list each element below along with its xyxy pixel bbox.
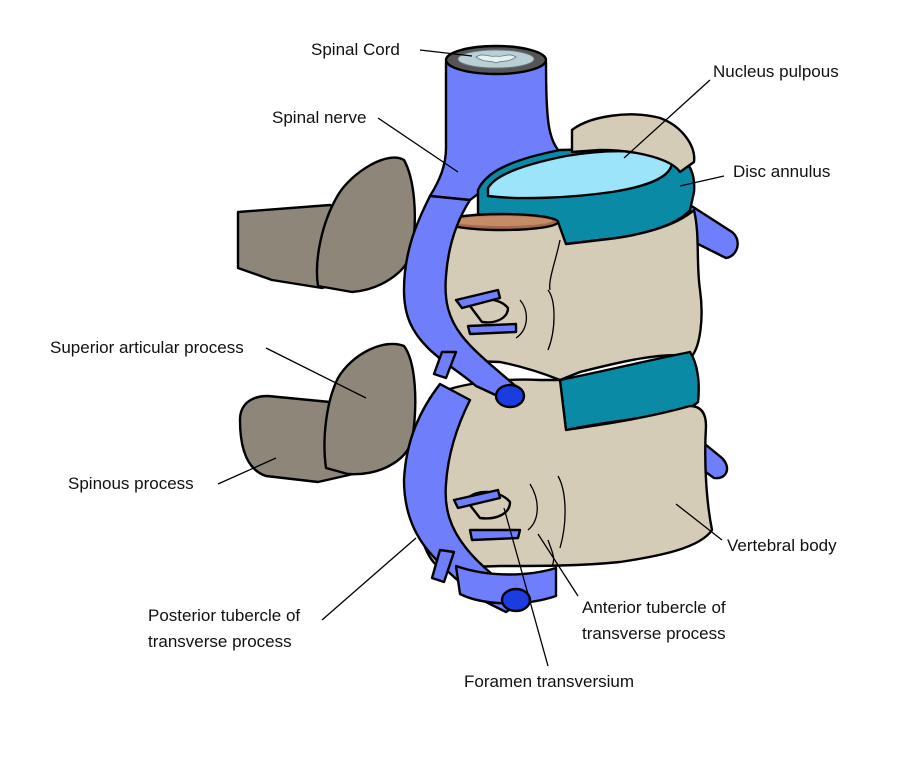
lower-superior-articular-process bbox=[323, 342, 417, 476]
label-posterior-tubercle-line2: transverse process bbox=[148, 632, 292, 651]
leader-foramen bbox=[503, 507, 549, 667]
right-nerve-stub-lower bbox=[698, 438, 729, 480]
upper-cut-inner bbox=[452, 216, 552, 226]
label-spinal-cord: Spinal Cord bbox=[311, 40, 400, 59]
label-nucleus-pulpous: Nucleus pulpous bbox=[713, 62, 839, 81]
leader-anterior-tubercle bbox=[537, 533, 579, 597]
lower-spinal-nerve bbox=[402, 382, 526, 614]
label-vertebral-body: Vertebral body bbox=[727, 536, 837, 555]
label-superior-articular-process: Superior articular process bbox=[50, 338, 244, 357]
upper-nerve-branch-2 bbox=[466, 322, 518, 336]
leader-spinous-process bbox=[217, 457, 277, 485]
leader-superior-articular bbox=[265, 347, 367, 399]
label-foramen-transversium: Foramen transversium bbox=[464, 672, 634, 691]
upper-nerve-end bbox=[494, 383, 526, 409]
upper-superior-articular-process bbox=[315, 156, 417, 294]
label-spinous-process: Spinous process bbox=[68, 474, 194, 493]
label-disc-annulus: Disc annulus bbox=[733, 162, 830, 181]
lower-nerve-body-cap bbox=[454, 564, 558, 605]
label-posterior-tubercle-line1: Posterior tubercle of bbox=[148, 606, 300, 625]
label-anterior-tubercle-line2: transverse process bbox=[582, 624, 726, 643]
upper-nerve-branch-3 bbox=[432, 350, 458, 380]
leader-spinal-nerve bbox=[377, 117, 459, 173]
upper-nerve-branch-1 bbox=[454, 288, 502, 310]
leader-vertebral-body bbox=[675, 503, 723, 541]
label-anterior-tubercle-line1: Anterior tubercle of bbox=[582, 598, 726, 617]
upper-vertebral-body-top bbox=[570, 113, 696, 174]
lower-nerve-end bbox=[500, 587, 532, 613]
leader-spinal-cord bbox=[419, 49, 473, 57]
label-spinal-nerve: Spinal nerve bbox=[272, 108, 367, 127]
lower-nerve-branch-3 bbox=[430, 548, 456, 584]
leader-disc-annulus bbox=[679, 175, 725, 187]
lower-nerve-branch-1 bbox=[452, 488, 502, 510]
lower-nerve-branch-2 bbox=[468, 528, 522, 542]
leader-posterior-tubercle bbox=[321, 537, 417, 621]
right-nerve-stub-upper bbox=[688, 203, 739, 260]
spinal-cord-grey-matter bbox=[475, 54, 517, 64]
leader-nucleus-pulpous bbox=[623, 79, 711, 159]
lower-body-contour bbox=[527, 475, 566, 567]
upper-body-contour bbox=[515, 239, 561, 351]
